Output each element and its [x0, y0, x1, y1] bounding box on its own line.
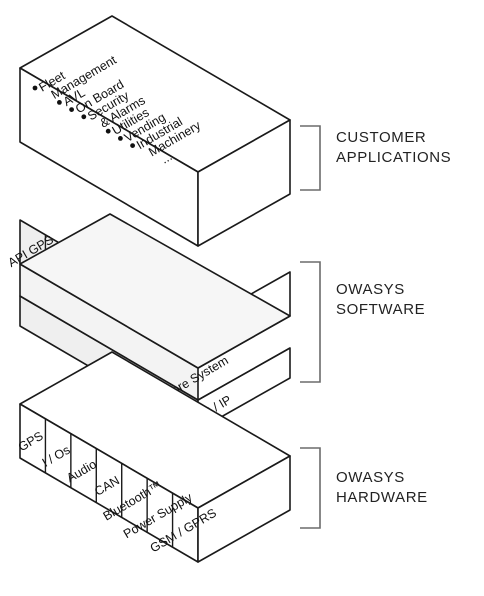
- bullet-icon: [118, 136, 123, 141]
- core-divider: [197, 347, 291, 401]
- hardware-label-line-1: OWASYS: [336, 469, 405, 486]
- owasys-hardware-bracket: OWASYS HARDWARE: [300, 447, 428, 529]
- software-label-line-2: SOFTWARE: [336, 301, 425, 318]
- software-label-line-1: OWASYS: [336, 281, 405, 298]
- bullet-icon: [57, 100, 62, 105]
- bullet-icon: [69, 107, 74, 112]
- bullet-icon: [32, 85, 38, 91]
- customer-label-line-1: CUSTOMER: [336, 129, 426, 146]
- bullet-icon: [105, 128, 111, 134]
- owasys-software-bracket: OWASYS SOFTWARE: [300, 261, 425, 383]
- bullet-icon: [130, 143, 136, 149]
- customer-applications-bracket: CUSTOMER APPLICATIONS: [300, 125, 451, 191]
- customer-label-line-2: APPLICATIONS: [336, 149, 451, 166]
- bullet-icon: [81, 114, 87, 120]
- hardware-label-line-2: HARDWARE: [336, 489, 428, 506]
